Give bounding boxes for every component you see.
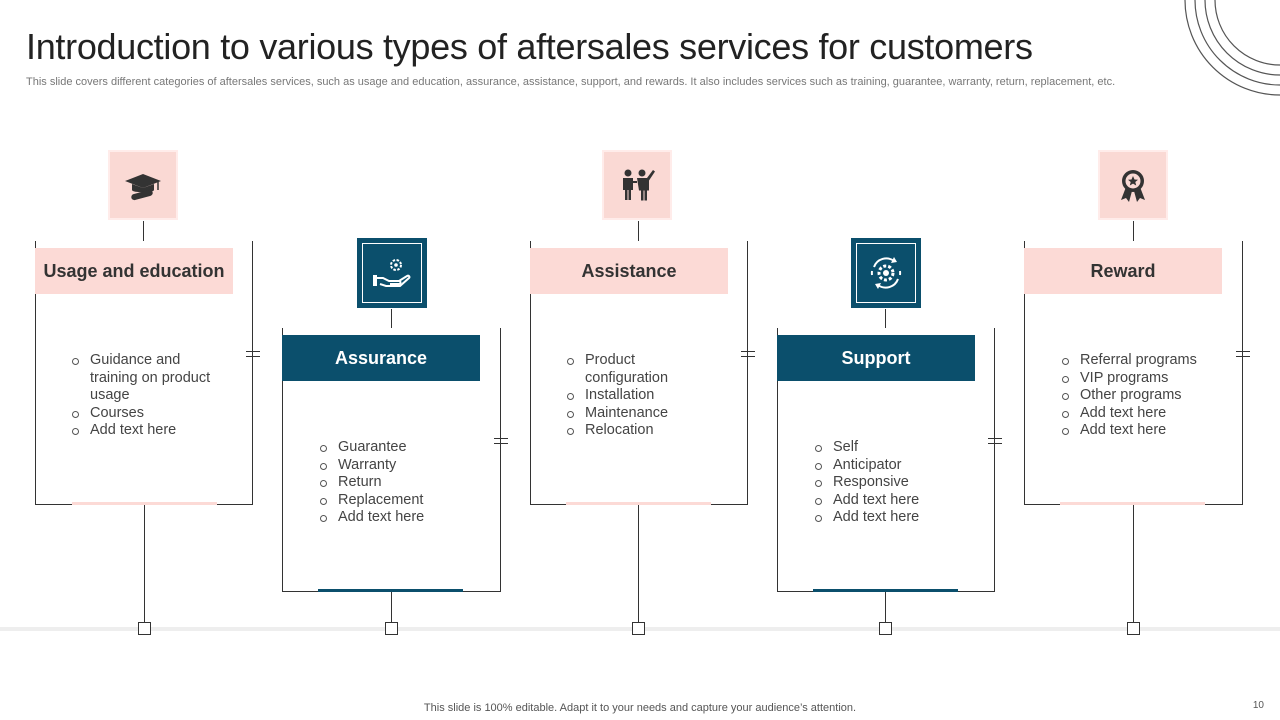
list-item: Anticipator: [815, 457, 965, 475]
card-heading: Assistance: [530, 248, 728, 294]
timeline-node: [879, 622, 892, 635]
page-subtitle: This slide covers different categories o…: [26, 76, 1116, 88]
list-item: Responsive: [815, 474, 965, 492]
list-item: Add text here: [1062, 405, 1212, 423]
card-item-list: Self Anticipator Responsive Add text her…: [815, 439, 965, 527]
list-item: Referral programs: [1062, 352, 1212, 370]
list-item: Guidance and training on product usage: [72, 352, 212, 405]
list-item: Maintenance: [567, 405, 707, 423]
card-accent-bar: [1060, 502, 1205, 505]
list-item: Add text here: [320, 509, 470, 527]
hand-gear-icon: [357, 238, 427, 308]
list-item: VIP programs: [1062, 370, 1212, 388]
list-item: Installation: [567, 387, 707, 405]
card-item-list: Guarantee Warranty Return Replacement Ad…: [320, 439, 470, 527]
card-accent-bar: [72, 502, 217, 505]
list-item: Return: [320, 474, 470, 492]
card-item-list: Referral programs VIP programs Other pro…: [1062, 352, 1212, 440]
card-item-list: Product configuration Installation Maint…: [567, 352, 707, 440]
page-title: Introduction to various types of aftersa…: [26, 26, 1033, 67]
list-item: Add text here: [815, 492, 965, 510]
list-item: Relocation: [567, 422, 707, 440]
people-helping-icon: [602, 150, 672, 220]
list-item: Other programs: [1062, 387, 1212, 405]
list-item: Self: [815, 439, 965, 457]
gear-cycle-icon: [851, 238, 921, 308]
card-accent-bar: [813, 589, 958, 592]
timeline-node: [385, 622, 398, 635]
corner-arcs-decoration: [1170, 0, 1280, 100]
card-heading: Reward: [1024, 248, 1222, 294]
list-item: Warranty: [320, 457, 470, 475]
list-item: Courses: [72, 405, 212, 423]
footer-note: This slide is 100% editable. Adapt it to…: [423, 702, 857, 714]
list-item: Add text here: [815, 509, 965, 527]
list-item: Replacement: [320, 492, 470, 510]
list-item: Add text here: [72, 422, 212, 440]
card-heading: Assurance: [282, 335, 480, 381]
card-accent-bar: [318, 589, 463, 592]
card-heading: Support: [777, 335, 975, 381]
graduation-cap-icon: [108, 150, 178, 220]
timeline-node: [632, 622, 645, 635]
card-heading: Usage and education: [35, 248, 233, 294]
card-item-list: Guidance and training on product usage C…: [72, 352, 212, 440]
card-accent-bar: [566, 502, 711, 505]
award-badge-icon: [1098, 150, 1168, 220]
list-item: Guarantee: [320, 439, 470, 457]
list-item: Add text here: [1062, 422, 1212, 440]
list-item: Product configuration: [567, 352, 707, 387]
timeline-node: [138, 622, 151, 635]
page-number: 10: [1252, 700, 1264, 711]
timeline-node: [1127, 622, 1140, 635]
